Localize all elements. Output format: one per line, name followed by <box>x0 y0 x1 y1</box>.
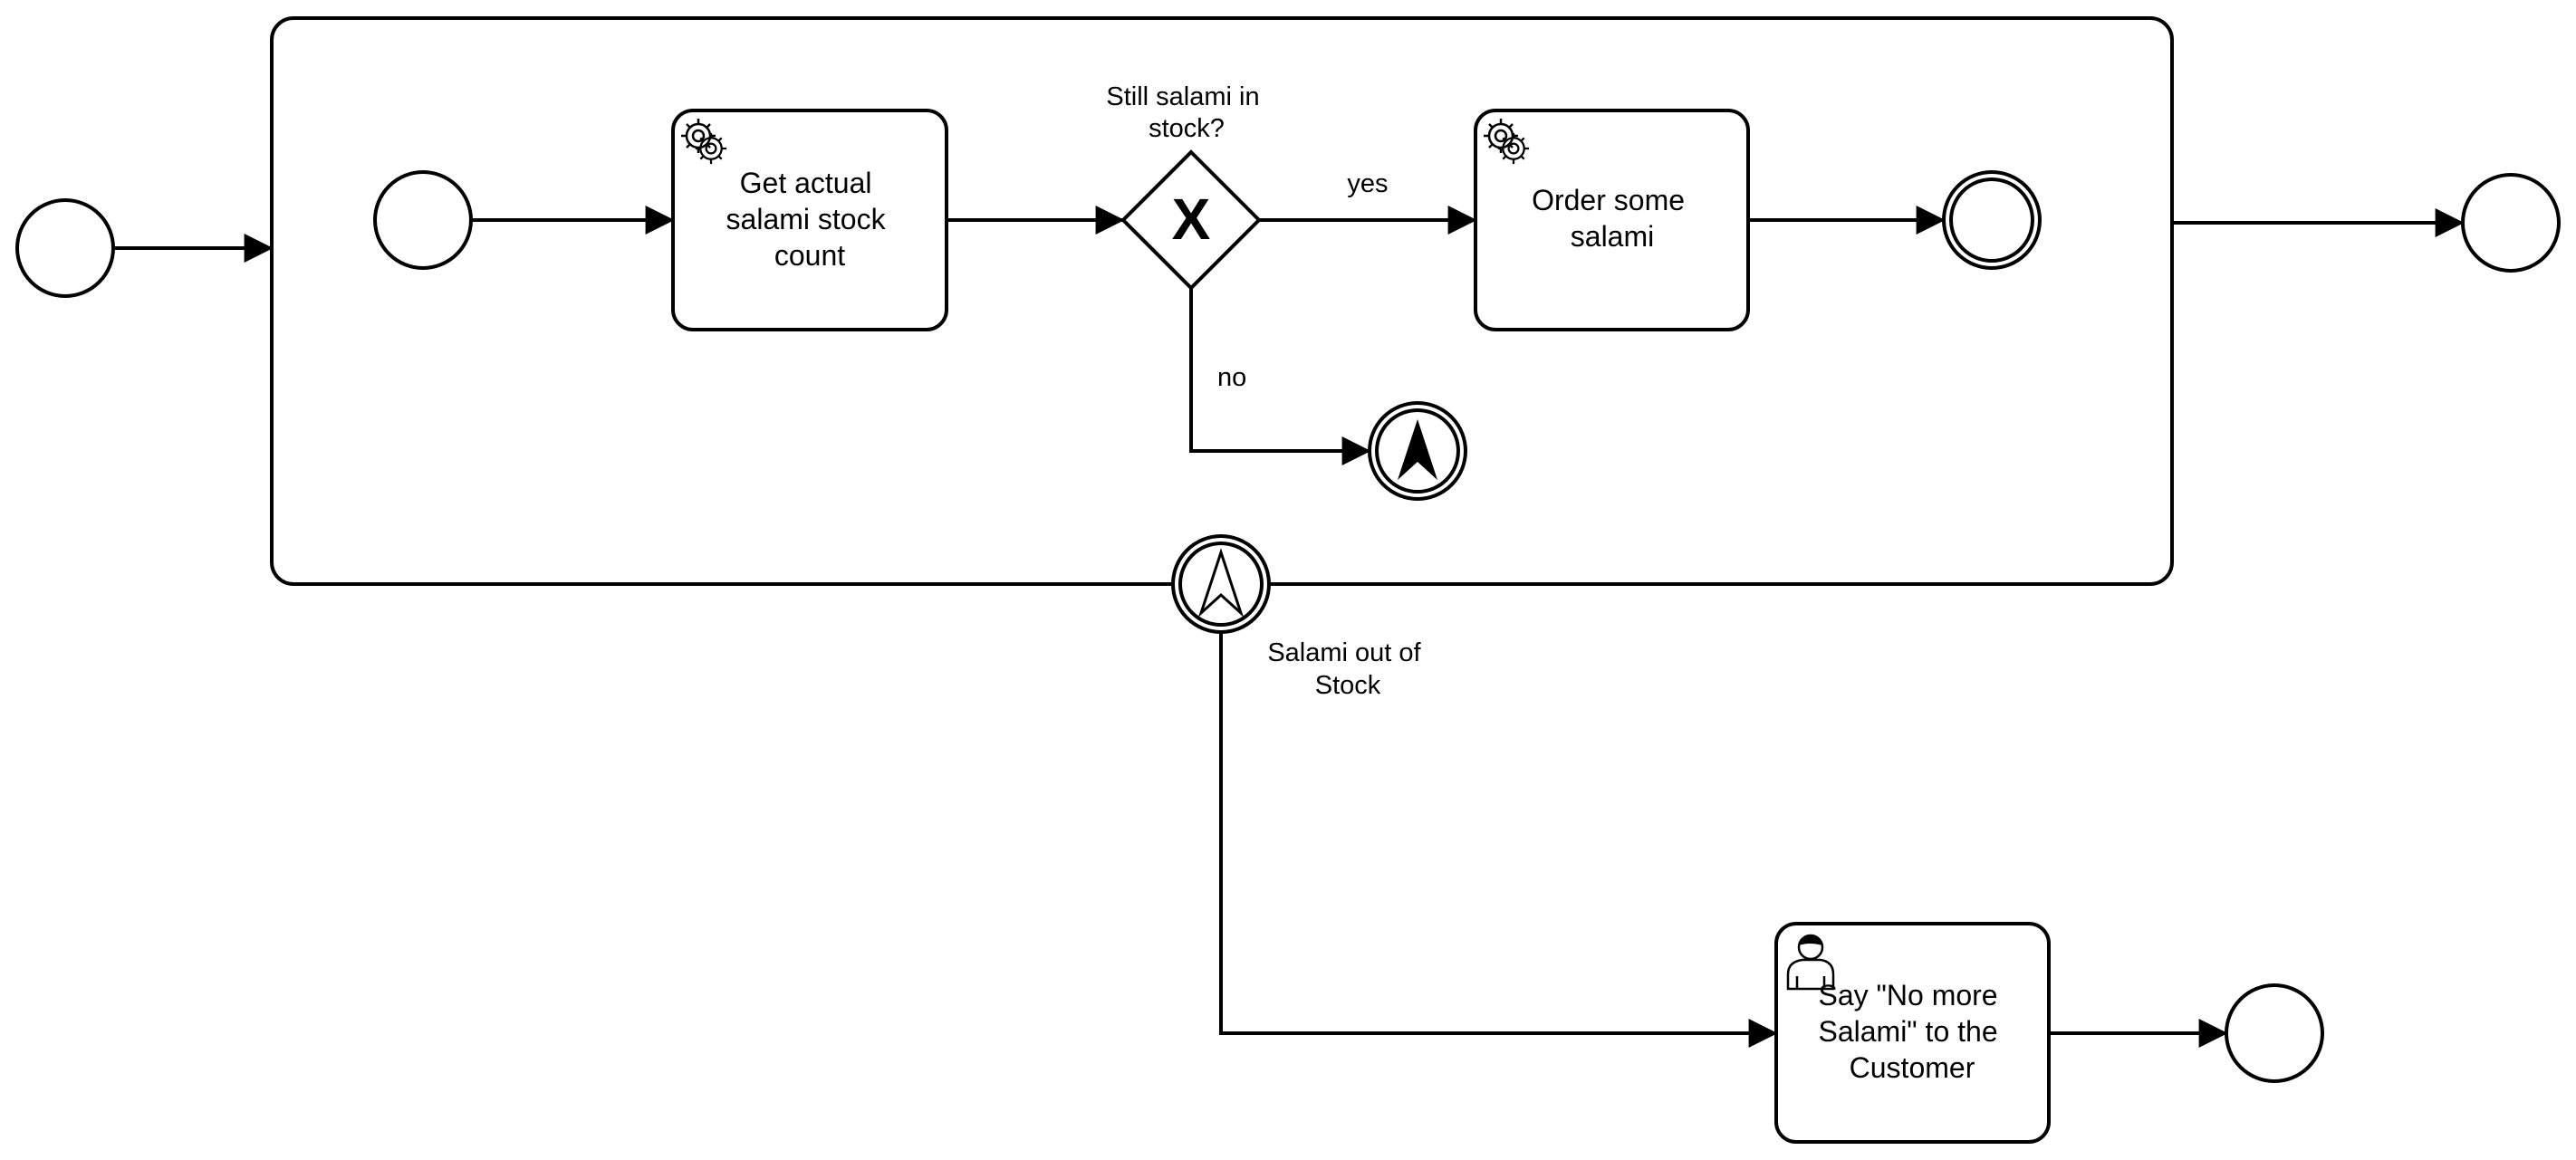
escalation-end-event[interactable] <box>1368 401 1467 501</box>
gateway-x-marker: X <box>1172 187 1211 252</box>
task-order-salami[interactable]: Order some salami <box>1474 109 1750 331</box>
start-event[interactable] <box>15 198 115 298</box>
escalation-end-icon <box>1398 419 1437 480</box>
task-say-no-more-salami[interactable]: Say "No more Salami" to the Customer <box>1774 922 2051 1144</box>
task-label-line: Customer <box>1850 1051 1975 1084</box>
task-label-line: salami stock <box>726 203 887 235</box>
escalation-catch-icon <box>1197 548 1245 618</box>
user-icon <box>1786 934 1835 991</box>
task-get-stock-count[interactable]: Get actual salami stock count <box>671 109 948 331</box>
task-label-line: count <box>774 239 845 272</box>
task-label-line: Get actual <box>740 167 872 199</box>
task-label-line: salami <box>1571 220 1654 253</box>
svg-text:Get actual salami stock: Get actual salami stock count <box>726 167 894 272</box>
end-event[interactable] <box>2461 173 2561 273</box>
boundary-escalation-event[interactable] <box>1171 534 1271 634</box>
gateway-label: Still salami in stock? <box>1106 82 1266 143</box>
flow-no[interactable] <box>1189 288 1371 465</box>
inner-end-event[interactable] <box>1942 170 2042 270</box>
end-event-2[interactable] <box>2225 983 2324 1083</box>
boundary-event-label: Salami out of Stock <box>1267 638 1427 700</box>
inner-start-event[interactable] <box>373 170 473 270</box>
task-label-line: Say "No more <box>1819 979 1998 1011</box>
flow-yes-label: yes <box>1347 169 1388 198</box>
task-label-line: Salami" to the <box>1818 1015 1997 1048</box>
svg-text:Order some salami: Order some salami <box>1532 184 1693 253</box>
svg-text:Say "No more Salami" to: Say "No more Salami" to the Customer <box>1818 979 2005 1084</box>
flow-boundary-to-user-task[interactable] <box>1219 632 1778 1048</box>
flow-no-label: no <box>1217 363 1246 392</box>
task-label-line: Order some <box>1532 184 1685 216</box>
